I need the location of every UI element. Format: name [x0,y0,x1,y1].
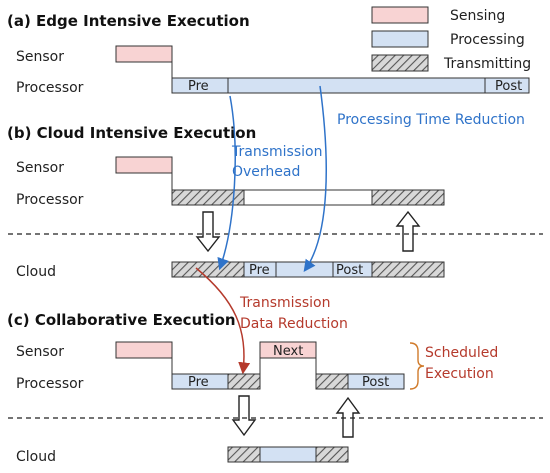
transmission-overhead-label-2: Overhead [232,164,300,180]
processing-time-reduction-label: Processing Time Reduction [337,112,525,128]
transmit-down-block-b [371,189,445,206]
pre-label-a: Pre [188,79,209,94]
row-label-processor-b: Processor [16,192,84,208]
hollow-down-arrow-b [195,211,221,253]
post-label-c: Post [362,375,389,390]
sensing-block-c [115,341,173,359]
cloud-transmit-in-b [171,261,245,278]
cloud-processing-c [259,446,317,463]
section-c-title: (c) Collaborative Execution [7,311,236,329]
cloud-transmit-out-b [371,261,445,278]
legend-processing-swatch [371,30,429,48]
transmission-overhead-label-1: Transmission [231,144,322,160]
processing-post-block-c [347,373,405,390]
hollow-down-arrow-c [231,395,257,437]
row-label-sensor-a: Sensor [16,49,64,65]
processing-time-reduction-arrow [303,85,327,272]
transmission-overhead-arrow [217,95,236,271]
post-label-a: Post [495,79,522,94]
section-a-title: (a) Edge Intensive Execution [7,12,250,30]
sensing-block-b [115,156,173,174]
transmit-down-block-c [315,373,349,390]
transmission-data-reduction-label-2: Data Reduction [240,316,348,332]
row-label-cloud-c: Cloud [16,449,56,465]
row-label-cloud-b: Cloud [16,264,56,280]
legend-transmitting-swatch [371,54,429,72]
cloud-transmit-out-c [315,446,349,463]
cloud-transmit-in-c [227,446,261,463]
row-label-processor-c: Processor [16,376,84,392]
scheduled-execution-label-2: Execution [425,366,494,382]
transmission-data-reduction-label-1: Transmission [239,295,330,311]
sensing-block-a [115,45,173,63]
next-label-c: Next [273,344,303,359]
hollow-up-arrow-c [335,396,361,438]
row-label-sensor-c: Sensor [16,344,64,360]
legend-sensing-swatch [371,6,429,24]
transmit-up-block-c [227,373,261,390]
processing-block-a [171,77,530,94]
transmission-data-reduction-arrow [195,267,251,375]
row-label-processor-a: Processor [16,80,84,96]
hollow-up-arrow-b [395,210,421,252]
cloud-post-label-b: Post [336,263,363,278]
section-b-title: (b) Cloud Intensive Execution [7,124,256,142]
legend-transmitting-label: Transmitting [443,56,531,72]
scheduled-execution-label-1: Scheduled [425,345,498,361]
scheduled-execution-bracket [409,342,425,390]
legend-sensing-label: Sensing [450,8,505,24]
pre-label-c: Pre [188,375,209,390]
transmit-up-block-b [171,189,245,206]
row-label-sensor-b: Sensor [16,160,64,176]
cloud-pre-label-b: Pre [249,263,270,278]
legend-processing-label: Processing [450,32,525,48]
